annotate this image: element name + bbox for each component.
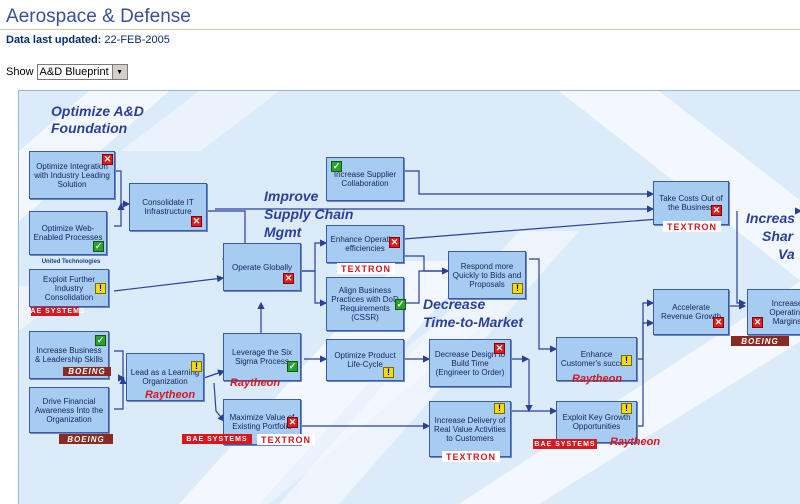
- box-label: Align Business Practices with DoD Requir…: [331, 286, 399, 322]
- x-status-icon: ✕: [191, 216, 202, 227]
- connector-lines: [113, 170, 747, 430]
- box-label: Operate Globally: [231, 262, 293, 272]
- box-label: Consolidate IT Infrastructure: [142, 198, 194, 216]
- check-status-icon: ✓: [395, 299, 406, 310]
- box-label: Decrease Design to Build Time (Engineer …: [434, 349, 506, 377]
- warning-status-icon: !: [621, 403, 632, 414]
- chevron-down-icon[interactable]: ▼: [111, 65, 127, 79]
- boeing-logo: BOEING: [59, 434, 113, 444]
- box-label: Accelerate Revenue Growth: [660, 303, 722, 321]
- show-control: Show A&D Blueprint ▼: [6, 64, 128, 80]
- box-take-costs-out[interactable]: Take Costs Out of the Business: [653, 181, 729, 225]
- warning-status-icon: !: [512, 283, 523, 294]
- x-status-icon: ✕: [494, 343, 505, 354]
- warning-status-icon: !: [621, 355, 632, 366]
- x-status-icon: ✕: [287, 417, 298, 428]
- boeing-logo: BOEING: [63, 367, 111, 376]
- view-select[interactable]: A&D Blueprint ▼: [36, 64, 128, 80]
- box-optimize-integration[interactable]: Optimize Integration with Industry Leadi…: [29, 151, 115, 199]
- show-label: Show: [6, 66, 34, 78]
- box-increase-delivery[interactable]: Increase Delivery of Real Value Activiti…: [429, 401, 511, 457]
- stage-line: Decrease: [423, 296, 486, 312]
- stage-decrease-time-to-market: Decrease Time-to-Market: [423, 295, 523, 331]
- box-label: Respond more Quickly to Bids and Proposa…: [452, 261, 522, 289]
- textron-logo: TEXTRON: [442, 451, 500, 462]
- stage-line: Supply Chain: [264, 206, 354, 222]
- box-label: Increase Operating Margins: [769, 298, 800, 326]
- stage-increase-share-value: Increas Shar Va: [746, 209, 795, 263]
- stage-line: Foundation: [51, 120, 128, 136]
- stage-line: Increas: [746, 210, 796, 226]
- box-label: Enhance Operating efficiencies: [330, 235, 400, 253]
- x-status-icon: ✕: [713, 317, 724, 328]
- x-status-icon: ✕: [711, 205, 722, 216]
- box-label: Optimize Web-Enabled Processes: [33, 224, 103, 242]
- box-label: Maximize Value of Existing Portfolio: [229, 413, 295, 431]
- raytheon-logo: Raytheon: [144, 389, 196, 401]
- last-updated-label: Data last updated:: [6, 34, 102, 46]
- x-status-icon: ✕: [752, 317, 763, 328]
- box-label: Optimize Product Life-Cycle: [334, 351, 396, 369]
- warning-status-icon: !: [494, 403, 505, 414]
- textron-logo: TEXTRON: [337, 263, 395, 274]
- check-status-icon: ✓: [95, 335, 106, 346]
- last-updated-value: 22-FEB-2005: [104, 34, 170, 46]
- bae-systems-logo: BAE SYSTEMS: [182, 434, 252, 444]
- box-align-dod-requirements[interactable]: Align Business Practices with DoD Requir…: [326, 277, 404, 331]
- check-status-icon: ✓: [331, 161, 342, 172]
- box-label: Exploit Key Growth Opportunities: [562, 413, 631, 431]
- view-select-value: A&D Blueprint: [39, 66, 109, 78]
- x-status-icon: ✕: [389, 237, 400, 248]
- box-label: Leverage the Six Sigma Process: [231, 348, 293, 366]
- check-status-icon: ✓: [287, 361, 298, 372]
- box-label: Exploit Further Industry Consolidation: [42, 274, 96, 302]
- bae-systems-logo: BAE SYSTEMS: [533, 439, 597, 449]
- textron-logo: TEXTRON: [663, 221, 721, 232]
- title-divider: [0, 29, 800, 30]
- box-increase-operating-margins[interactable]: Increase Operating Margins: [747, 289, 800, 335]
- raytheon-logo: Raytheon: [571, 373, 623, 385]
- box-drive-financial-awareness[interactable]: Drive Financial Awareness Into the Organ…: [29, 387, 109, 433]
- x-status-icon: ✕: [102, 154, 113, 165]
- box-optimize-web-processes[interactable]: Optimize Web-Enabled Processes: [29, 211, 107, 255]
- warning-status-icon: !: [383, 367, 394, 378]
- page-title: Aerospace & Defense: [6, 6, 191, 27]
- box-accelerate-revenue[interactable]: Accelerate Revenue Growth: [653, 289, 729, 335]
- stage-line: Shar: [762, 228, 794, 244]
- raytheon-logo: Raytheon: [609, 436, 661, 448]
- warning-status-icon: !: [95, 283, 106, 294]
- check-status-icon: ✓: [93, 241, 104, 252]
- stage-line: Va: [778, 246, 795, 262]
- box-label: Lead as a Learning Organization: [130, 368, 200, 386]
- stage-line: Time-to-Market: [423, 314, 524, 330]
- box-label: Take Costs Out of the Business: [659, 194, 723, 212]
- stage-line: Mgmt: [264, 224, 302, 240]
- box-label: Increase Supplier Collaboration: [333, 170, 397, 188]
- box-label: Drive Financial Awareness Into the Organ…: [34, 396, 104, 424]
- box-decrease-design-time[interactable]: Decrease Design to Build Time (Engineer …: [429, 339, 511, 387]
- x-status-icon: ✕: [283, 273, 294, 284]
- stage-improve-supply-chain: Improve Supply Chain Mgmt: [264, 187, 353, 241]
- stage-line: Optimize A&D: [51, 103, 144, 119]
- box-label: Increase Delivery of Real Value Activiti…: [434, 415, 506, 443]
- box-six-sigma[interactable]: Leverage the Six Sigma Process: [223, 333, 301, 381]
- box-label: Optimize Integration with Industry Leadi…: [34, 161, 110, 189]
- raytheon-logo: Raytheon: [229, 377, 281, 389]
- last-updated: Data last updated: 22-FEB-2005: [6, 34, 170, 46]
- stage-optimize-foundation: Optimize A&D Foundation: [51, 103, 144, 137]
- bae-systems-logo: BAE SYSTEMS: [24, 307, 86, 316]
- stage-line: Improve: [264, 188, 319, 204]
- blueprint-diagram: Optimize A&D Foundation Improve Supply C…: [18, 90, 800, 504]
- united-technologies-logo: United Technologies: [41, 259, 101, 265]
- box-label: Increase Business & Leadership Skills: [34, 346, 104, 364]
- warning-status-icon: !: [191, 361, 202, 372]
- boeing-logo: BOEING: [731, 336, 789, 346]
- box-label: Enhance Customer's success: [560, 350, 633, 368]
- textron-logo: TEXTRON: [257, 434, 315, 445]
